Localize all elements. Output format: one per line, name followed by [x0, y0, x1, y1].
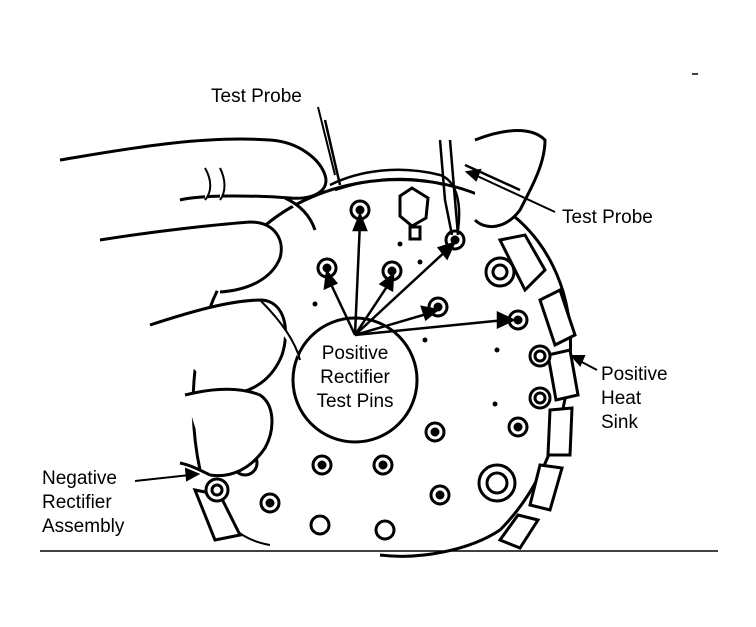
label-test-probe-top-text: Test Probe [211, 86, 302, 107]
label-arrows [134, 106, 598, 482]
pin-arrows [323, 211, 516, 337]
negative-rectifier-line-3: Assembly [42, 516, 125, 537]
label-negative-rectifier-assembly: Negative Rectifier Assembly [42, 467, 124, 539]
positive-heat-sink-line-3: Sink [601, 412, 638, 433]
positive-heat-sink-line-2: Heat [601, 388, 642, 409]
heat-sink-segments [192, 233, 580, 550]
positive-heat-sink-line-1: Positive [601, 364, 668, 385]
label-positive-rectifier-test-pins: Positive Rectifier Test Pins [296, 342, 414, 414]
positive-rectifier-line-2: Rectifier [320, 367, 390, 388]
label-test-probe-right: Test Probe [562, 206, 653, 230]
rectifier-pins [204, 186, 552, 541]
label-positive-heat-sink: Positive Heat Sink [601, 363, 668, 435]
plate-dots [312, 241, 500, 407]
test-probe-wires [323, 119, 521, 236]
positive-rectifier-line-3: Test Pins [316, 391, 394, 412]
positive-rectifier-line-1: Positive [321, 343, 389, 364]
negative-rectifier-line-2: Rectifier [42, 492, 112, 513]
hand-illustration [59, 129, 547, 478]
label-test-probe-top: Test Probe [211, 85, 302, 109]
label-test-probe-right-text: Test Probe [562, 207, 653, 228]
negative-rectifier-line-1: Negative [42, 468, 117, 489]
